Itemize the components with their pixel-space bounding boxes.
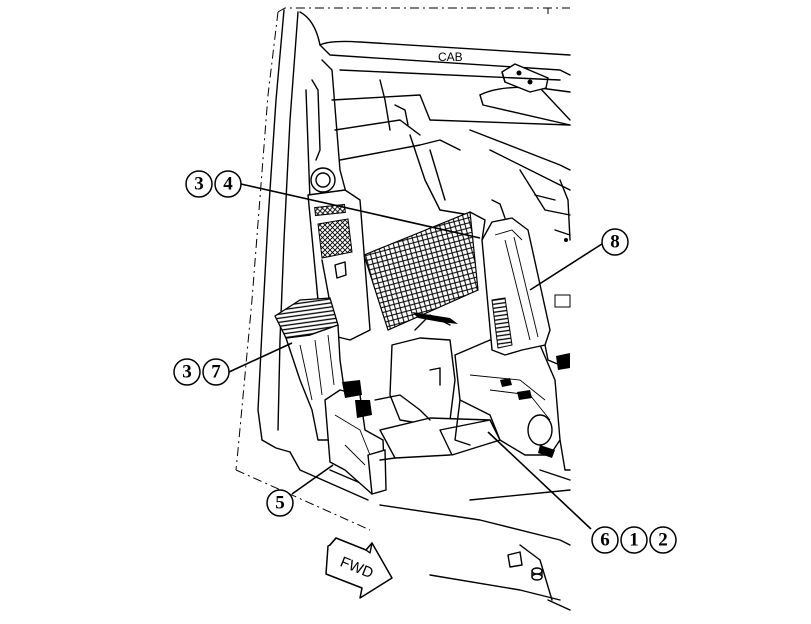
lower-duct-elbow bbox=[324, 380, 387, 495]
callout-number: 3 bbox=[182, 362, 192, 383]
leader-lines bbox=[228, 183, 606, 530]
cab-structure bbox=[235, 7, 571, 611]
callout-3-7: 3 7 bbox=[173, 358, 230, 386]
callout-3-4: 3 4 bbox=[185, 170, 242, 198]
round-vent-icon bbox=[310, 167, 336, 193]
mesh-screen bbox=[363, 211, 479, 331]
cab-label: CAB bbox=[438, 50, 463, 64]
callout-6-1-2: 6 1 2 bbox=[591, 526, 677, 554]
floor-stud bbox=[507, 551, 543, 581]
callout-number: 8 bbox=[610, 232, 620, 253]
callout-number: 4 bbox=[223, 174, 233, 195]
callout-number: 6 bbox=[600, 530, 610, 551]
callout-number: 1 bbox=[629, 530, 639, 551]
callout-number: 2 bbox=[658, 530, 668, 551]
callout-5: 5 bbox=[266, 489, 294, 517]
center-floor-duct bbox=[374, 312, 501, 461]
callout-number: 5 bbox=[275, 493, 285, 514]
callout-number: 3 bbox=[194, 174, 204, 195]
right-duct-panel bbox=[481, 199, 571, 370]
callout-number: 7 bbox=[211, 362, 221, 383]
forward-arrow-icon: FWD bbox=[325, 537, 393, 599]
callout-8: 8 bbox=[601, 228, 629, 256]
